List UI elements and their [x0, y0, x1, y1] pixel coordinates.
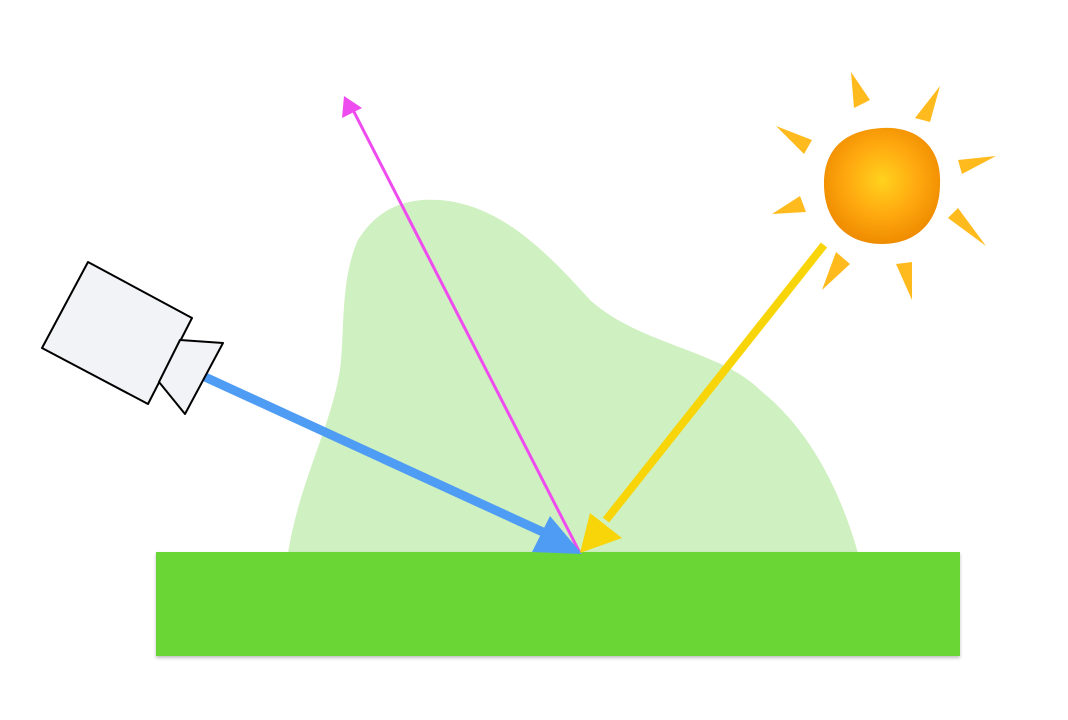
sun-rays: [772, 72, 996, 300]
video-camera-icon: [41, 261, 224, 415]
light-ray-arrowhead: [580, 513, 622, 553]
sun-disk: [824, 127, 941, 244]
light-ray: [580, 242, 828, 553]
reflected-ray: [342, 96, 582, 554]
view-ray: [203, 372, 582, 554]
reflected-ray-arrowhead: [342, 96, 362, 118]
camera-body: [41, 261, 193, 405]
ground-surface: [156, 552, 960, 656]
reflectance-lobe: [288, 199, 858, 553]
sun-icon: [772, 72, 996, 300]
view-ray-arrowhead: [532, 516, 582, 554]
camera-lens: [158, 339, 224, 415]
